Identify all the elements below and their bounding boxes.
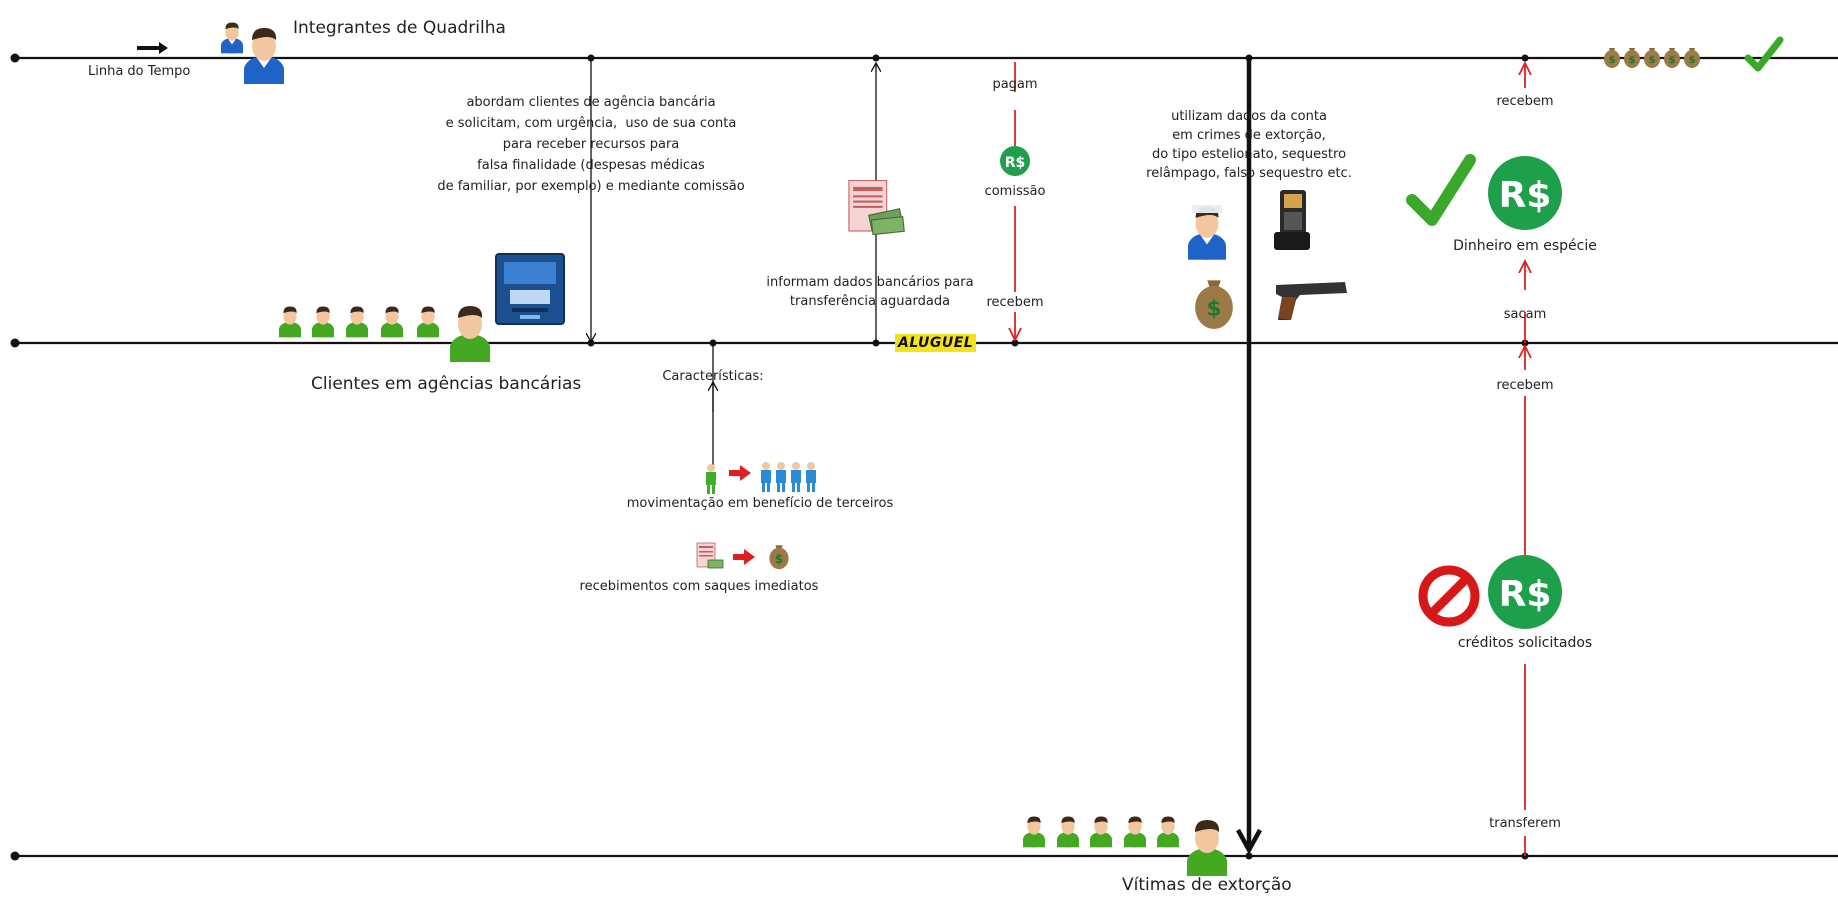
aluguel-highlight: ALUGUEL: [895, 334, 977, 352]
timeline-lines: [10, 53, 1838, 861]
label-recebimentos: recebimentos com saques imediatos: [579, 579, 819, 594]
money-bag-icon: [1604, 48, 1700, 68]
person-blue-icon: [221, 22, 284, 84]
person-green-icon: [279, 306, 490, 362]
person-small-blue-icon: [761, 462, 816, 492]
lane-title-quadrilha: Integrantes de Quadrilha: [293, 18, 506, 38]
red-flows: [1015, 62, 1525, 856]
label-movimentacao: movimentação em benefício de terceiros: [626, 496, 894, 511]
label-caracteristicas: Características:: [662, 369, 764, 384]
label-pagam: pagam: [992, 77, 1038, 92]
lane-title-vitimas: Vítimas de extorção: [1122, 875, 1292, 895]
timeline-label: Linha do Tempo: [88, 64, 191, 79]
label-sacam: sacam: [1503, 307, 1547, 322]
label-recebem-comissao: recebem: [986, 295, 1044, 310]
bank-slip-cash-icon: [848, 180, 905, 236]
note-informam: informam dados bancários para transferên…: [766, 275, 974, 309]
money-bag-icon: [1195, 280, 1233, 329]
red-arrow-icon: [729, 465, 755, 565]
timeline-arrow-icon: [137, 42, 168, 54]
label-dinheiro-especie: Dinheiro em espécie: [1453, 238, 1597, 254]
person-green-icon: [1023, 816, 1227, 876]
svg-text:R$: R$: [1005, 155, 1026, 171]
person-small-green-icon: [706, 464, 716, 494]
masked-person-icon: [1188, 205, 1226, 260]
check-icon: [1406, 154, 1476, 226]
atm-icon: [495, 253, 565, 325]
pistol-icon: [1276, 282, 1347, 320]
svg-text:R$: R$: [1499, 175, 1552, 216]
thick-arrow-to-victims: [1236, 58, 1262, 855]
note-abordam: abordam clientes de agência bancária e s…: [437, 95, 745, 194]
note-utilizam: utilizam dados da conta em crimes de ext…: [1146, 109, 1352, 181]
currency-badge-icon: R$: [1488, 156, 1562, 230]
prohibited-icon: [1418, 565, 1480, 627]
bank-slip-cash-icon: [696, 542, 724, 569]
svg-text:R$: R$: [1499, 574, 1552, 615]
label-transferem: transferem: [1489, 816, 1561, 831]
currency-badge-icon: R$: [1000, 146, 1030, 176]
check-icon: [1744, 36, 1784, 72]
label-comissao: comissão: [984, 184, 1046, 199]
phone-icon: [1274, 190, 1310, 250]
lane-title-clientes: Clientes em agências bancárias: [311, 374, 582, 394]
label-recebem-mid: recebem: [1496, 378, 1554, 393]
currency-badge-icon: R$: [1488, 555, 1562, 629]
label-creditos-solicitados: créditos solicitados: [1457, 635, 1593, 651]
money-bag-icon: [769, 545, 789, 570]
label-recebem-top: recebem: [1496, 94, 1554, 109]
